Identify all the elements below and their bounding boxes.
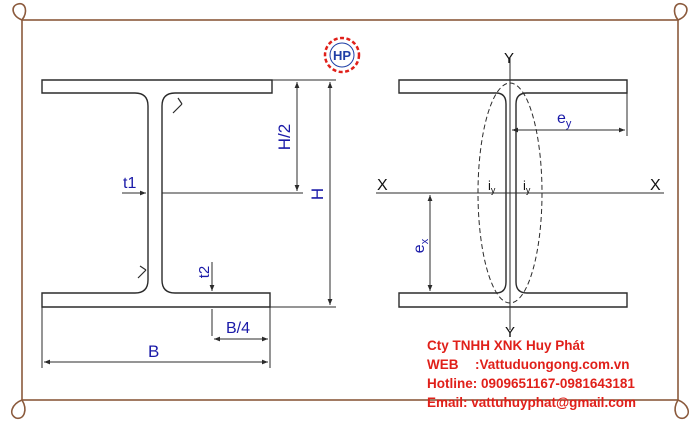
x-axis-left-label: X <box>377 177 388 194</box>
root-radius-marks <box>137 97 183 279</box>
y-axis-bottom-label: Y <box>505 324 515 341</box>
company-hotline: Hotline: 0909651167-0981643181 <box>427 376 635 391</box>
height-dimension <box>270 79 336 308</box>
website-value: :Vattuduongong.com.vn <box>475 357 630 372</box>
half-height-label: H/2 <box>275 124 294 150</box>
ey-dimension <box>512 93 628 136</box>
logo-text: HP <box>333 48 351 63</box>
flange-thickness-label: t2 <box>196 266 213 279</box>
height-label: H <box>308 188 327 200</box>
y-axis-top-label: Y <box>504 50 514 67</box>
width-dimension <box>41 307 268 368</box>
width-label: B <box>148 342 159 361</box>
ey-label: ey <box>557 110 572 130</box>
radius-of-gyration-ellipse <box>477 82 543 304</box>
company-logo: HP <box>323 36 361 74</box>
website-label: WEB <box>427 357 459 372</box>
company-email: Email: vattuhuyphat@gmail.com <box>427 395 636 410</box>
right-h-beam-profile <box>398 79 628 308</box>
ex-label: ex <box>411 238 431 253</box>
web-thickness-label: t1 <box>123 175 136 192</box>
company-website: WEB :Vattuduongong.com.vn <box>427 355 687 374</box>
iy-left-label: iy <box>488 178 496 195</box>
x-axis-right-label: X <box>650 177 661 194</box>
quarter-width-dimension <box>214 307 271 368</box>
company-info: Cty TNHH XNK Huy Phát WEB :Vattuduongong.… <box>427 336 687 412</box>
decorative-frame <box>10 2 690 420</box>
half-height-dimension <box>162 82 303 194</box>
iy-right-label: iy <box>523 178 531 195</box>
quarter-width-label: B/4 <box>226 320 250 337</box>
company-name: Cty TNHH XNK Huy Phát <box>427 338 585 353</box>
